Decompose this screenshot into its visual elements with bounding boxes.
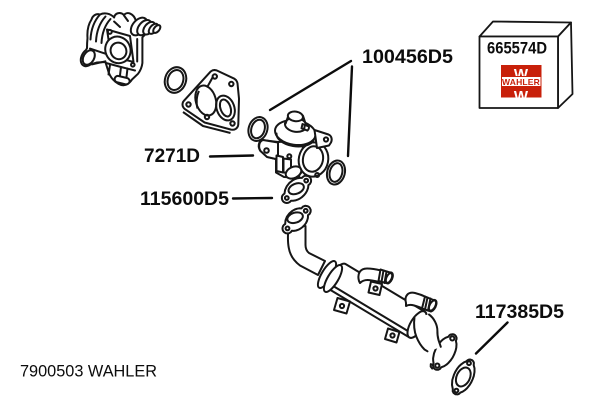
svg-text:7271D: 7271D (144, 145, 200, 167)
svg-text:117385D5: 117385D5 (475, 301, 564, 323)
svg-text:100456D5: 100456D5 (362, 46, 453, 68)
svg-text:WAHLER: WAHLER (502, 77, 540, 87)
svg-text:665574D: 665574D (487, 40, 547, 58)
svg-text:7900503 WAHLER: 7900503 WAHLER (20, 363, 157, 381)
svg-text:W: W (514, 88, 529, 105)
svg-text:115600D5: 115600D5 (140, 188, 229, 210)
